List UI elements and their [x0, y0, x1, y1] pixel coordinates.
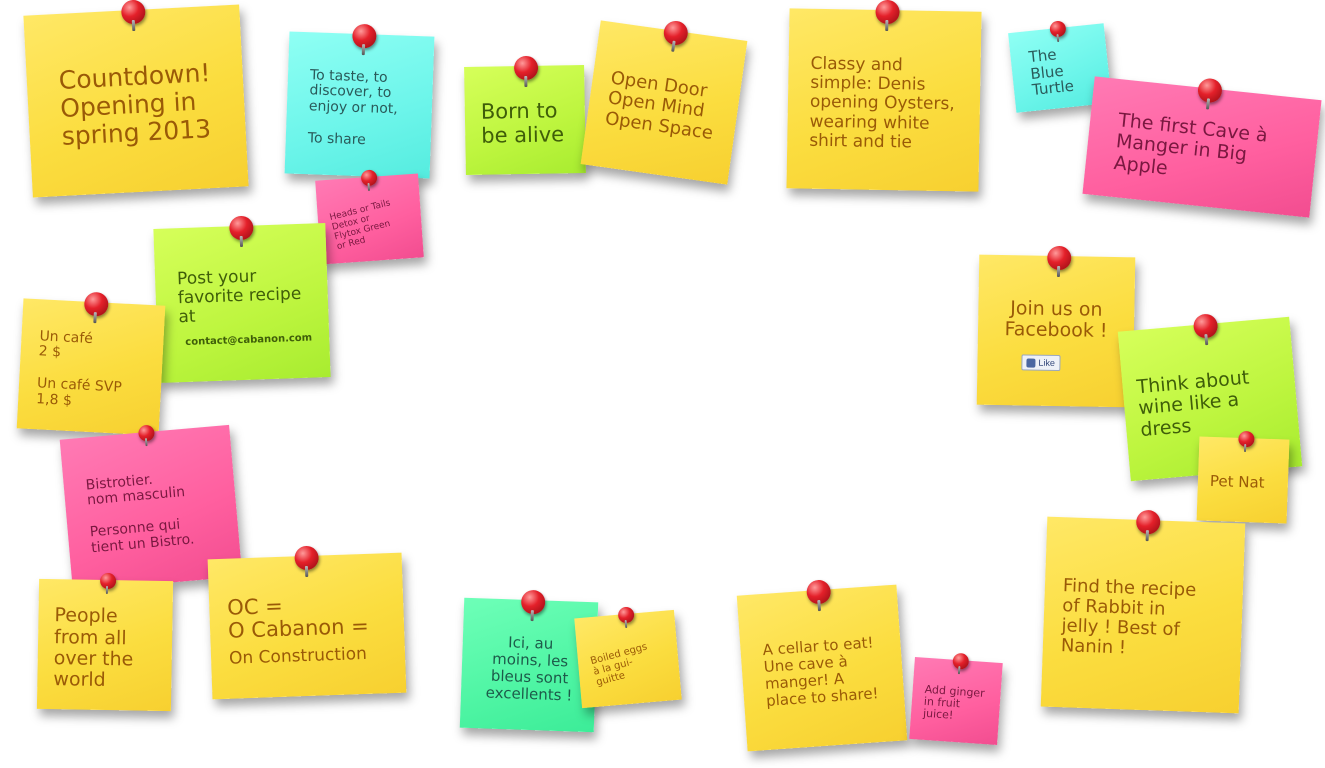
note-text: People from all over the world — [53, 604, 134, 692]
note-text: The first Cave à Manger in Big Apple — [1112, 109, 1269, 180]
pushpin-icon — [952, 652, 970, 670]
note-rabbit: Find the recipe of Rabbit in jelly ! Bes… — [1040, 509, 1246, 714]
pushpin-icon — [1238, 430, 1255, 448]
note-countdown: Countdown! Opening in spring 2013 — [23, 0, 249, 198]
note-people: People from all over the world — [36, 572, 174, 712]
note-text: The Blue Turtle — [1027, 45, 1075, 100]
note-heads-tails: Heads or Tails Detox or Flytox Green or … — [315, 169, 424, 265]
note-text: Heads or Tails Detox or Flytox Green or … — [328, 198, 392, 253]
pushpin-icon — [1196, 77, 1224, 104]
note-text: Un café 2 $ Un café SVP 1,8 $ — [35, 328, 123, 409]
note-text: Countdown! Opening in spring 2013 — [58, 58, 212, 151]
facebook-like-button[interactable]: Like — [1021, 354, 1061, 372]
note-text: OC = O Cabanon = — [226, 593, 370, 644]
pushpin-icon — [1192, 313, 1219, 340]
note-text: Join us on Facebook ! — [1004, 296, 1108, 342]
note-text: Think about wine like a dress — [1135, 366, 1251, 441]
note-text: A cellar to eat! Une cave à manger! A pl… — [762, 633, 880, 710]
pushpin-icon — [1135, 509, 1161, 535]
pushpin-icon — [1049, 20, 1067, 38]
note-recipe: Post your favorite recipe at contact@cab… — [153, 215, 331, 383]
note-subtext: On Construction — [228, 643, 368, 669]
pushpin-icon — [294, 545, 320, 571]
note-email: contact@cabanon.com — [185, 332, 313, 348]
pushpin-icon — [351, 23, 377, 49]
pushpin-icon — [662, 19, 690, 47]
note-text: Add ginger in fruit juice! — [922, 682, 986, 722]
note-cave: The first Cave à Manger in Big Apple — [1082, 76, 1322, 218]
note-open: Open Door Open Mind Open Space — [580, 19, 748, 185]
pushpin-icon — [137, 424, 156, 442]
note-oc: OC = O Cabanon = On Construction — [207, 545, 407, 700]
note-classy: Classy and simple: Denis opening Oysters… — [786, 0, 982, 192]
pushpin-icon — [360, 169, 378, 187]
pushpin-icon — [805, 579, 832, 605]
pushpin-icon — [228, 215, 254, 241]
note-cafe: Un café 2 $ Un café SVP 1,8 $ — [16, 291, 166, 436]
pushpin-icon — [83, 291, 109, 317]
note-text: Open Door Open Mind Open Space — [603, 67, 715, 144]
thumbs-up-icon — [1026, 358, 1036, 368]
note-text: Boiled eggs à la gui- guitte — [589, 641, 649, 690]
pushpin-icon — [520, 589, 546, 615]
note-born: Born to be alive — [464, 55, 586, 176]
note-text: Ici, au moins, les bleus sont excellents… — [485, 633, 573, 705]
pushpin-icon — [617, 606, 635, 624]
note-taste: To taste, to discover, to enjoy or not, … — [284, 23, 435, 179]
note-text: Classy and simple: Denis opening Oysters… — [809, 54, 955, 153]
note-petnat: Pet Nat — [1196, 430, 1290, 524]
note-text: Post your favorite recipe at — [176, 266, 302, 328]
note-text: Bistrotier. nom masculin Personne qui ti… — [85, 471, 196, 556]
note-text: Pet Nat — [1209, 471, 1265, 492]
note-facebook: Join us on Facebook ! Like — [976, 245, 1136, 408]
pushpin-icon — [1047, 245, 1072, 271]
note-eggs: Boiled eggs à la gui- guitte — [574, 606, 682, 709]
pushpin-icon — [513, 55, 539, 81]
pushpin-icon — [99, 572, 117, 590]
note-text: Born to be alive — [480, 98, 565, 148]
like-label: Like — [1038, 357, 1056, 369]
pushpin-icon — [120, 0, 146, 25]
note-cellar: A cellar to eat! Une cave à manger! A pl… — [736, 579, 908, 752]
pushpin-icon — [875, 0, 900, 25]
note-text: To taste, to discover, to enjoy or not, … — [307, 67, 398, 148]
note-text: Find the recipe of Rabbit in jelly ! Bes… — [1060, 574, 1197, 659]
note-ginger: Add ginger in fruit juice! — [909, 652, 1003, 745]
